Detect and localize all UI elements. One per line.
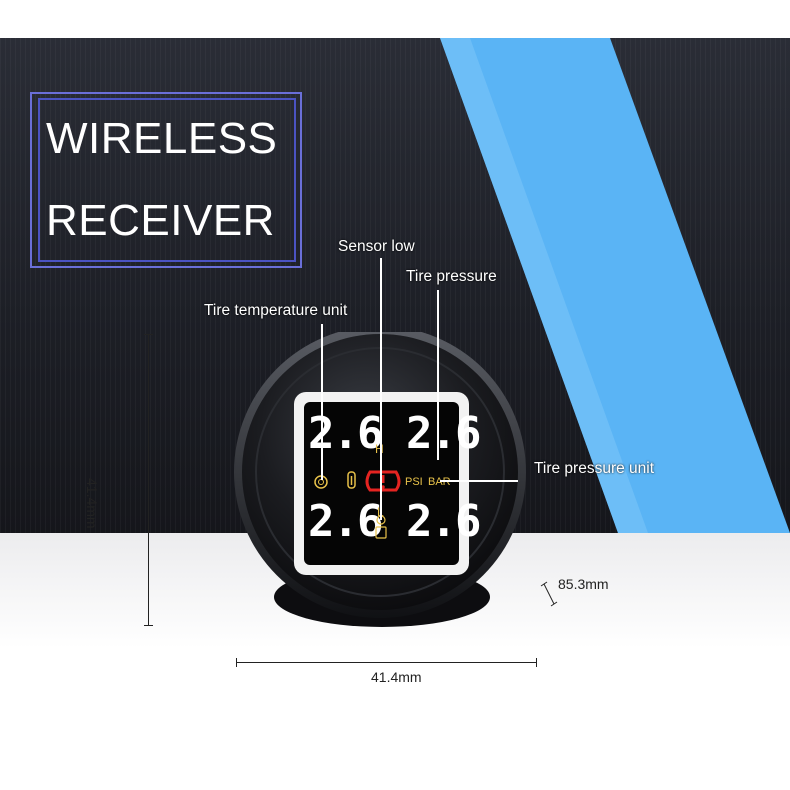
width-dimension-label: 41.4mm [371,669,422,685]
title-line-2: RECEIVER [46,196,275,245]
leader-pressure-unit [440,480,518,482]
bottom-pressure-reading: 2.6 2.6 [308,496,481,547]
callout-tire-pressure: Tire pressure [406,268,497,285]
unit-bar: BAR [428,476,451,488]
title-line-1: WIRELESS [46,114,278,163]
depth-dimension-label: 85.3mm [558,576,609,592]
width-dimension-line [236,662,536,663]
top-pressure-reading: 2.6 2.6 [308,408,481,459]
callout-pressure-unit: Tire pressure unit [534,460,655,477]
title-frame-outer [30,92,302,268]
callout-temperature-unit: Tire temperature unit [204,302,348,319]
thermometer-icon [347,471,356,489]
height-dimension-line [148,334,149,626]
unit-psi: PSI [405,476,423,488]
high-indicator: H [375,442,384,456]
depth-dimension-line [540,581,558,607]
leader-sensor-low [380,258,382,520]
leader-tire-pressure [437,290,439,460]
height-dimension-label: 41.4mm [84,478,100,529]
title-frame-inner [38,98,296,262]
lcd-icon-row [314,470,401,492]
leader-temperature-unit [321,324,323,480]
callout-sensor-low: Sensor low [338,238,415,255]
tire-pressure-warning-icon [365,470,401,492]
